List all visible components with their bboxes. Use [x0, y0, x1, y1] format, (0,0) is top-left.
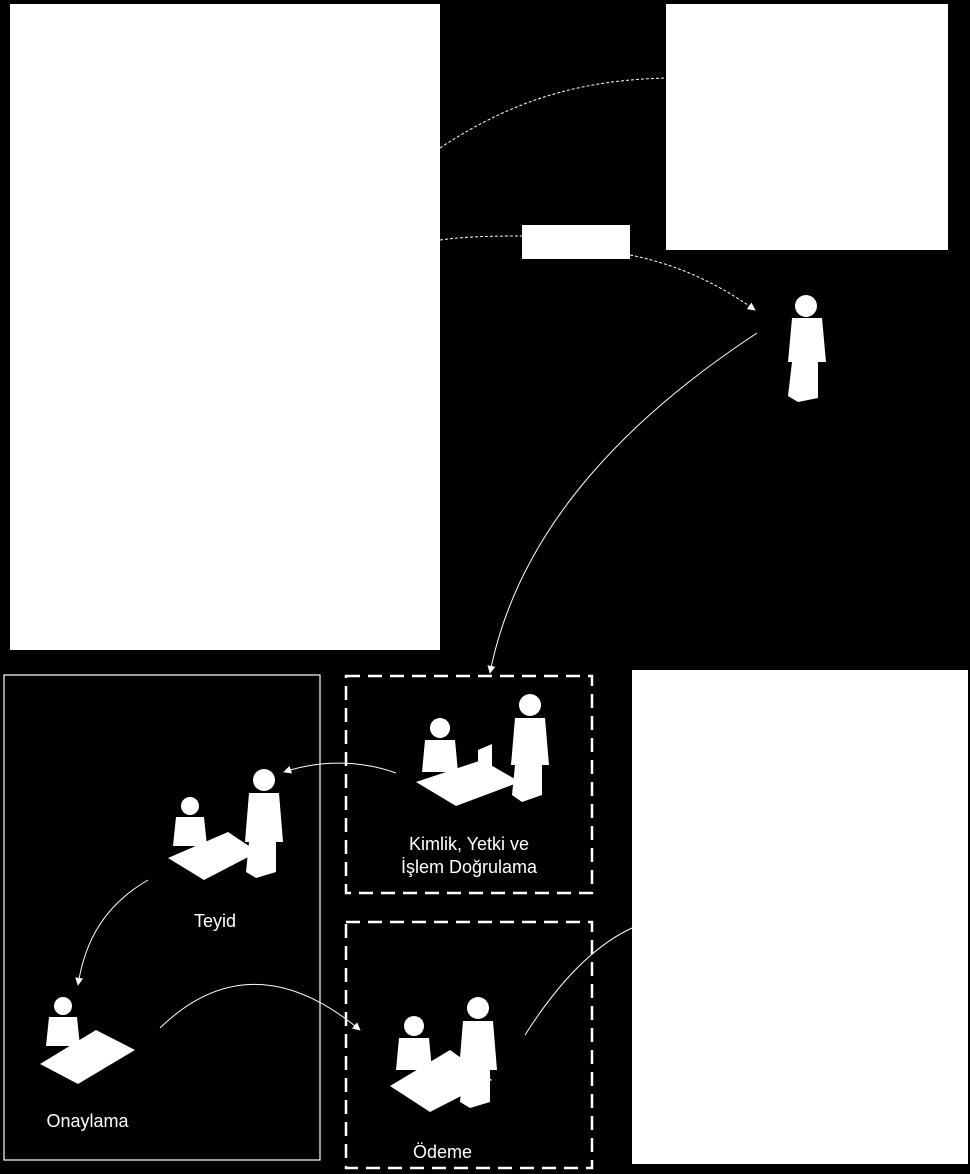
- confirmation-step-label: Teyid: [193, 911, 237, 931]
- connector-left-to-topright: [439, 77, 667, 149]
- approval-step-label: Onaylama: [46, 1111, 129, 1131]
- verification-step-label: Kimlik, Yetki ve İşlem Doğrulama: [345, 833, 593, 879]
- standing-person-icon: [788, 295, 826, 402]
- top-right-panel: [666, 4, 948, 250]
- payment-step-frame: [344, 920, 594, 1170]
- left-document-panel: [10, 4, 440, 650]
- teyid-clerk-icon: [168, 797, 258, 880]
- verification-customer-icon: [511, 694, 549, 802]
- verification-label-line1: Kimlik, Yetki ve: [408, 834, 530, 854]
- connector-odeme-to-panel: [524, 927, 633, 1036]
- bottom-right-panel: [632, 670, 968, 1164]
- arrow-teyid-to-onaylama: [75, 879, 149, 986]
- arrow-verification-to-teyid: [283, 762, 397, 774]
- odeme-customer-icon: [459, 997, 497, 1108]
- teyid-customer-icon: [245, 769, 283, 878]
- payment-step-label: Ödeme: [412, 1142, 473, 1162]
- approval-group-frame: [3, 674, 321, 1161]
- arrow-onaylama-to-odeme: [159, 983, 361, 1031]
- verification-step-frame: [344, 674, 594, 895]
- onaylama-clerk-icon: [40, 997, 135, 1084]
- verification-label-line2: İşlem Doğrulama: [400, 857, 538, 877]
- verification-clerk-icon: [416, 718, 520, 806]
- arrow-person-to-verification: [487, 332, 758, 674]
- connector-left-to-label: [439, 235, 523, 241]
- arrow-label-to-person: [629, 254, 756, 311]
- small-label-box: [522, 225, 630, 259]
